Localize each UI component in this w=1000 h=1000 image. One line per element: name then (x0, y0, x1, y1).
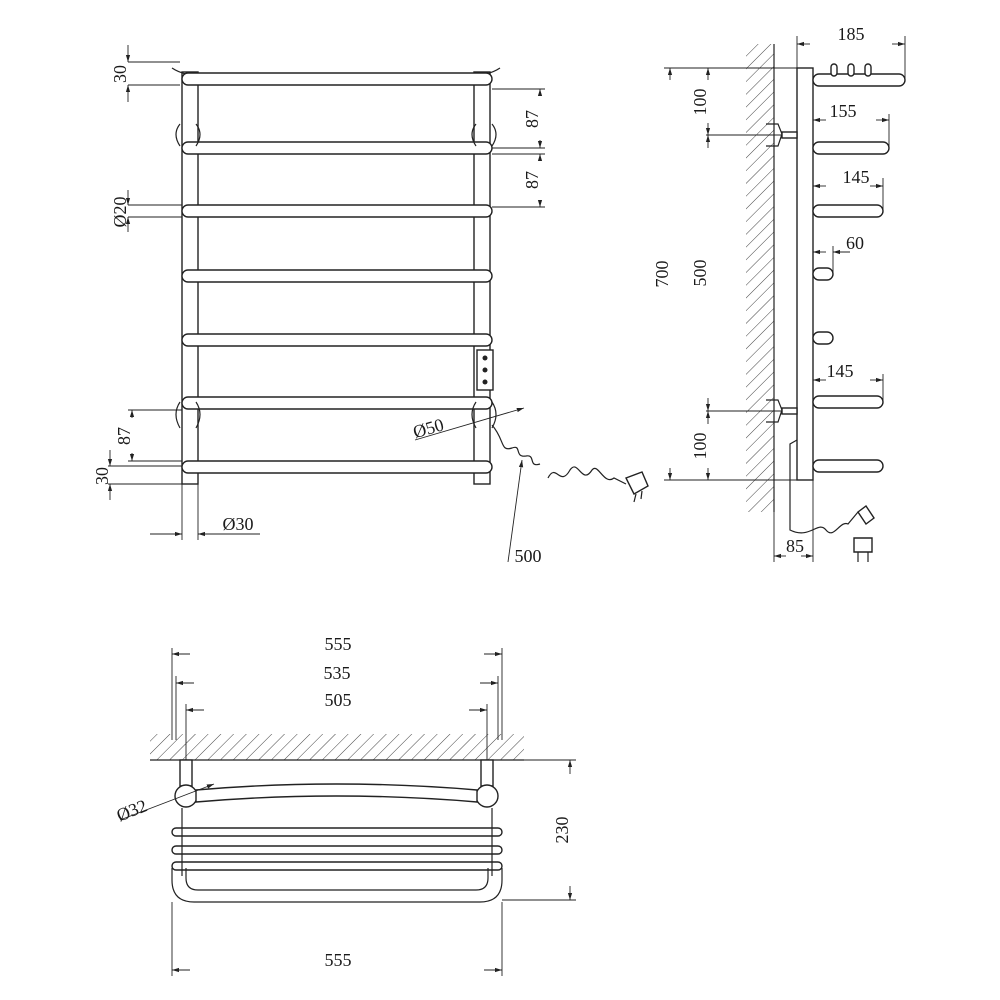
dim-width-outer: 555 (325, 634, 352, 654)
dim-bottom-height: 30 (92, 467, 112, 485)
dim-depth-top: 185 (838, 24, 865, 44)
dim-depth-5: 145 (827, 361, 854, 381)
top-view: 555 535 505 Ø32 230 555 (114, 634, 576, 976)
top-rail-curved (195, 783, 478, 803)
dim-rung-step-low: 87 (114, 427, 134, 445)
top-wall-hatch (150, 734, 524, 760)
side-plug-icon (853, 537, 873, 553)
side-arm-145 (812, 204, 884, 218)
top-rail-u-outer (171, 868, 503, 903)
rungs (181, 141, 493, 474)
dim-flange-diameter: Ø50 (411, 414, 446, 442)
flange-left-bottom (175, 401, 181, 429)
front-view: 30 87 87 Ø20 87 30 Ø30 (92, 45, 649, 566)
dim-width-inner: 505 (325, 690, 352, 710)
top-rail-layer (171, 861, 503, 871)
top-mount-left (179, 759, 193, 787)
plug-icon (625, 471, 649, 495)
coiled-cable (491, 424, 541, 466)
side-arm-bottom (812, 459, 884, 473)
side-arm-60b (812, 331, 834, 345)
top-rail-u-inner (185, 868, 489, 891)
rung (181, 333, 493, 347)
dim-mount-spacing: 500 (690, 260, 710, 287)
dim-top-flange-diameter: Ø32 (114, 795, 150, 825)
dim-top-offset: 100 (690, 89, 710, 116)
dim-post-diameter: Ø30 (223, 514, 254, 534)
top-mount-right (480, 759, 494, 787)
side-arm-155 (812, 141, 890, 155)
side-view: 700 100 500 100 185 155 145 60 (652, 24, 906, 562)
flange-right-top (471, 123, 477, 147)
dim-depth-3: 145 (843, 167, 870, 187)
hook-icon (830, 63, 838, 77)
dim-depth-4: 60 (846, 233, 864, 253)
dim-bottom-offset: 100 (690, 433, 710, 460)
rung (181, 396, 493, 410)
dim-total-height: 700 (652, 261, 672, 288)
dim-width-bottom: 555 (325, 950, 352, 970)
dim-rung-step-1: 87 (522, 110, 542, 128)
top-flange-left (174, 784, 198, 808)
cable-coil-2 (547, 466, 627, 485)
top-rail (181, 72, 493, 86)
side-cable (789, 439, 859, 534)
dim-cable-length: 500 (515, 546, 542, 566)
side-arm-185 (812, 73, 906, 87)
rung (181, 204, 493, 218)
rung (181, 269, 493, 283)
side-arm-60 (812, 267, 834, 281)
flange-left-top (175, 123, 181, 147)
dim-wall-gap: 85 (786, 536, 804, 556)
rung (181, 460, 493, 474)
dim-depth: 230 (552, 817, 572, 844)
top-rail-layer (171, 845, 503, 855)
side-post (796, 67, 814, 481)
side-arm-145b (812, 395, 884, 409)
dim-depth-2: 155 (830, 101, 857, 121)
rung (181, 141, 493, 155)
top-flange-right (475, 784, 499, 808)
top-rail-layer (171, 827, 503, 837)
flange-right-bottom (471, 401, 477, 429)
dim-rung-step-2: 87 (522, 171, 542, 189)
dim-width-mid: 535 (324, 663, 351, 683)
wall-hatch (746, 44, 774, 512)
dim-rail-diameter: Ø20 (110, 197, 130, 228)
dim-top-height: 30 (110, 65, 130, 83)
control-dot (482, 355, 488, 361)
